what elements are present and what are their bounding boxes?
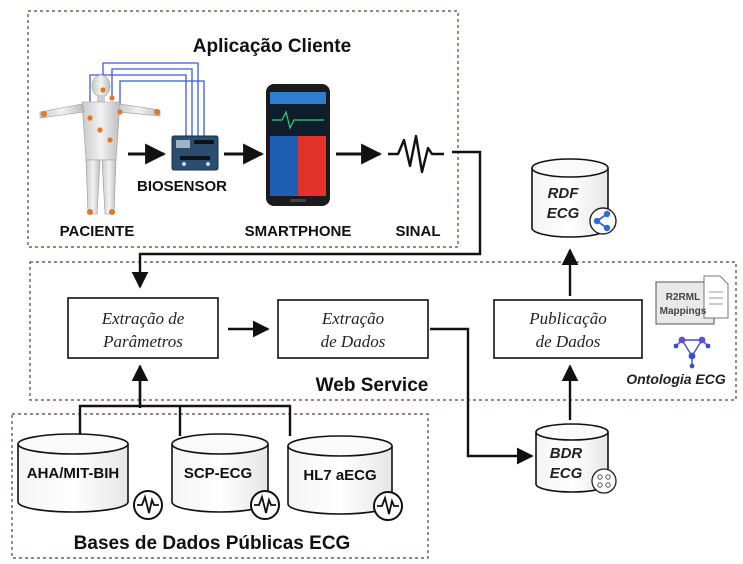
- share-network-icon: [589, 207, 617, 235]
- bdr-store-line1: BDR: [550, 445, 583, 462]
- rdf-store-cylinder: RDF ECG: [531, 158, 609, 238]
- web-service-frame: [29, 261, 737, 401]
- data-extraction-line2: de Dados: [321, 332, 386, 351]
- param-extraction-line2: Parâmetros: [102, 332, 183, 351]
- r2rml-line1: R2RML: [666, 292, 700, 303]
- ontology-label: Ontologia ECG: [626, 371, 726, 387]
- smartphone-label: SMARTPHONE: [245, 223, 352, 240]
- rdf-store-line2: ECG: [547, 205, 580, 222]
- biosensor-label: BIOSENSOR: [137, 178, 227, 195]
- db-hl7-aecg: HL7 aECG: [287, 435, 393, 515]
- r2rml-document-icon: R2RML Mappings: [655, 275, 729, 325]
- databases-bus: [78, 366, 292, 436]
- data-extraction-box: Extração de Dados: [277, 299, 429, 359]
- db-hl7-label: HL7 aECG: [303, 467, 376, 484]
- ecg-waveform-icon: [133, 490, 163, 520]
- ecg-waveform-icon: [373, 491, 403, 521]
- connector-data-extraction-to-bdr: [430, 327, 534, 465]
- db-scp-label: SCP-ECG: [184, 465, 252, 482]
- client-app-title: Aplicação Cliente: [193, 36, 351, 57]
- ontology-network-icon: [673, 336, 711, 369]
- biosensor-board: [171, 135, 219, 171]
- patient-figure: [39, 62, 205, 215]
- data-publication-line2: de Dados: [536, 332, 601, 351]
- database-graph-icon: [591, 468, 617, 494]
- data-extraction-line1: Extração: [321, 309, 384, 328]
- client-app-frame: [27, 10, 459, 248]
- signal-label: SINAL: [396, 223, 441, 240]
- data-publication-box: Publicação de Dados: [493, 299, 643, 359]
- connector-signal-to-extraction: [131, 150, 482, 289]
- db-scp-ecg: SCP-ECG: [171, 433, 269, 513]
- patient-label: PACIENTE: [60, 223, 135, 240]
- r2rml-line2: Mappings: [660, 306, 707, 317]
- rdf-store-line1: RDF: [548, 185, 580, 202]
- ecg-waveform-icon: [250, 490, 280, 520]
- public-databases-frame: [11, 413, 429, 559]
- bdr-store-line2: ECG: [550, 465, 583, 482]
- signal-waveform: [388, 134, 444, 174]
- data-publication-line1: Publicação: [528, 309, 606, 328]
- param-extraction-line1: Extração de: [101, 309, 185, 328]
- param-extraction-box: Extração de Parâmetros: [67, 297, 219, 359]
- smartphone-device: [266, 84, 330, 206]
- db-aha-mit-bih: AHA/MIT-BIH: [17, 433, 129, 513]
- web-service-title: Web Service: [316, 375, 429, 396]
- public-databases-title: Bases de Dados Públicas ECG: [74, 533, 351, 554]
- db-aha-label: AHA/MIT-BIH: [27, 465, 120, 482]
